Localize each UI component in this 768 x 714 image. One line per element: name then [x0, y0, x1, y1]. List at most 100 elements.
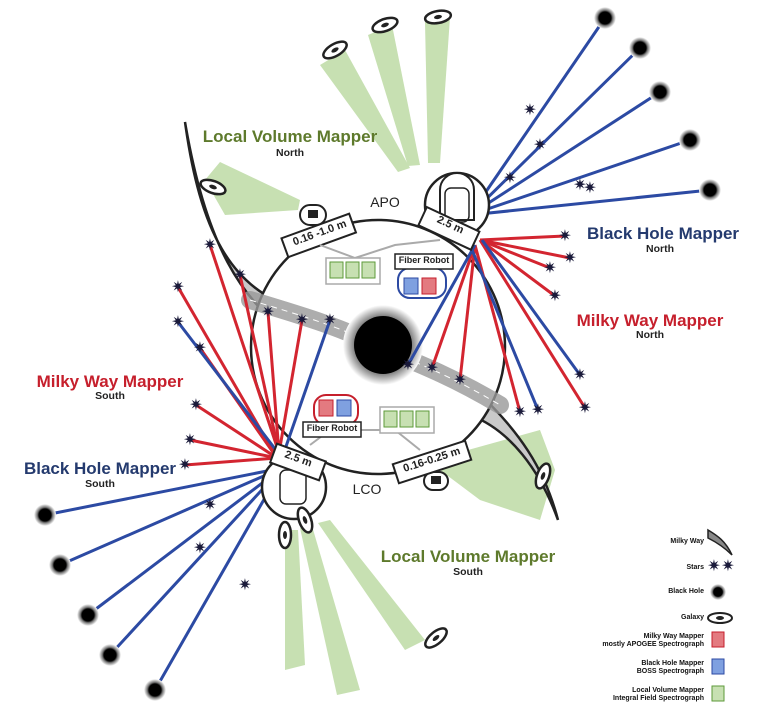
star-23: ✷	[323, 310, 336, 329]
lvm-north-title: Local Volume Mapper	[202, 127, 378, 146]
red-ray-north-3	[479, 238, 556, 298]
star-13: ✷	[295, 310, 308, 329]
red-ray-north-2	[479, 238, 551, 270]
apo-small-telescope	[299, 204, 327, 226]
black-hole-north-3	[679, 129, 701, 151]
legend-mwm-line2: mostly APOGEE Spectrograph	[602, 641, 704, 649]
fiber-robot-south-box	[302, 421, 362, 438]
black-hole-south-3	[99, 644, 121, 666]
legend-lvm: Local Volume Mapper Integral Field Spect…	[613, 687, 704, 704]
star-16: ✷	[193, 338, 206, 357]
legend-star-b: ✷	[721, 556, 734, 575]
blue-ray-south-0	[44, 466, 283, 517]
sky-objects: ✷✷✷✷✷✷✷✷✷✷✷✷✷✷✷✷✷✷✷✷✷✷✷✷✷✷✷✷✷✷	[34, 7, 721, 701]
star-12: ✷	[261, 302, 274, 321]
black-hole-south-2	[77, 604, 99, 626]
legend-lvm-icon	[711, 685, 725, 702]
bhm-south-sub: South	[85, 478, 115, 490]
bhm-south-title: Black Hole Mapper	[23, 459, 177, 478]
star-27: ✷	[583, 178, 596, 197]
red-ray-south-b-1	[238, 274, 281, 454]
black-hole-north-4	[699, 179, 721, 201]
star-28: ✷	[523, 100, 536, 119]
star-2: ✷	[543, 258, 556, 277]
legend-star-a: ✷	[707, 556, 720, 575]
legend-boss-icon	[711, 658, 725, 675]
blue-ray-south-1	[59, 466, 283, 567]
star-24: ✷	[401, 355, 414, 374]
legend-galaxy: Galaxy	[681, 614, 704, 621]
star-5: ✷	[513, 402, 526, 421]
legend-lvm-line1: Local Volume Mapper	[632, 687, 704, 694]
blue-ray-north-b	[468, 244, 540, 411]
star-6: ✷	[453, 370, 466, 389]
red-ray-south-b-2	[266, 311, 281, 454]
black-hole-north-1	[629, 37, 651, 59]
blue-ray-south-b	[176, 321, 284, 459]
star-29: ✷	[503, 168, 516, 187]
black-hole-south-4	[144, 679, 166, 701]
lvm-spectrograph-south	[379, 406, 435, 434]
legend-bhm: Black Hole Mapper BOSS Spectrograph	[637, 660, 704, 677]
red-ray-south-b-0	[208, 244, 281, 454]
star-17: ✷	[189, 395, 202, 414]
blue-ray-north-2	[469, 90, 661, 217]
red-ray-north-0	[479, 234, 566, 242]
red-ray-north-1	[479, 238, 571, 260]
mwm-north-sub: North	[636, 329, 664, 341]
blue-ray-north-c	[406, 244, 477, 366]
star-0: ✷	[558, 226, 571, 245]
star-7: ✷	[425, 358, 438, 377]
blue-ray-south-4	[153, 467, 284, 691]
apogee-boss-north	[397, 267, 447, 299]
black-hole-north-0	[594, 7, 616, 29]
legend-stars-icon: ✷✷	[707, 556, 734, 575]
star-21: ✷	[193, 538, 206, 557]
blue-ray-north-d	[480, 239, 582, 376]
fiber-robot-south: Fiber Robot	[306, 423, 358, 433]
star-9: ✷	[573, 365, 586, 384]
legend-bhm-line2: BOSS Spectrograph	[636, 668, 704, 676]
site-lco: LCO	[352, 481, 382, 497]
red-ray-south-2	[195, 403, 278, 460]
star-22: ✷	[238, 575, 251, 594]
black-hole-north-2	[649, 81, 671, 103]
blue-ray-south-c	[280, 319, 332, 459]
red-ray-south-b-3	[277, 319, 304, 454]
bhm-north-sub: North	[646, 243, 674, 255]
rays-south	[44, 244, 332, 691]
legend-lvm-line2: Integral Field Spectrograph	[612, 695, 704, 703]
fiber-robot-north-box	[394, 253, 454, 270]
black-hole-south-0	[34, 504, 56, 526]
star-1: ✷	[563, 248, 576, 267]
blue-ray-north-4	[469, 188, 711, 217]
legend-black-hole: Black Hole	[668, 588, 704, 595]
mwm-south-sub: South	[95, 390, 125, 402]
star-15: ✷	[171, 312, 184, 331]
apo-main-box	[417, 205, 481, 252]
mwm-south-title: Milky Way Mapper	[36, 372, 184, 391]
legend-milky-way-icon	[707, 528, 733, 556]
blue-ray-north-3	[469, 138, 691, 217]
red-ray-north-4	[478, 239, 587, 409]
star-18: ✷	[183, 430, 196, 449]
blue-ray-north-1	[468, 46, 642, 217]
lco-main-box	[268, 442, 328, 482]
legend-milky-way: Milky Way	[670, 538, 704, 545]
lvm-spectrograph-north	[325, 257, 381, 285]
star-10: ✷	[203, 235, 216, 254]
blue-ray-south-3	[108, 466, 284, 657]
star-11: ✷	[233, 265, 246, 284]
star-4: ✷	[578, 398, 591, 417]
lvm-north-sub: North	[276, 147, 304, 159]
red-ray-north-b-2	[430, 244, 477, 369]
lco-small-telescope	[423, 471, 449, 491]
lvm-south-title: Local Volume Mapper	[380, 547, 556, 566]
legend-apogee-icon	[711, 631, 725, 648]
star-25: ✷	[533, 135, 546, 154]
star-3: ✷	[548, 286, 561, 305]
fiber-robot-north: Fiber Robot	[398, 255, 450, 265]
star-8: ✷	[531, 400, 544, 419]
red-ray-south-4	[184, 456, 278, 467]
